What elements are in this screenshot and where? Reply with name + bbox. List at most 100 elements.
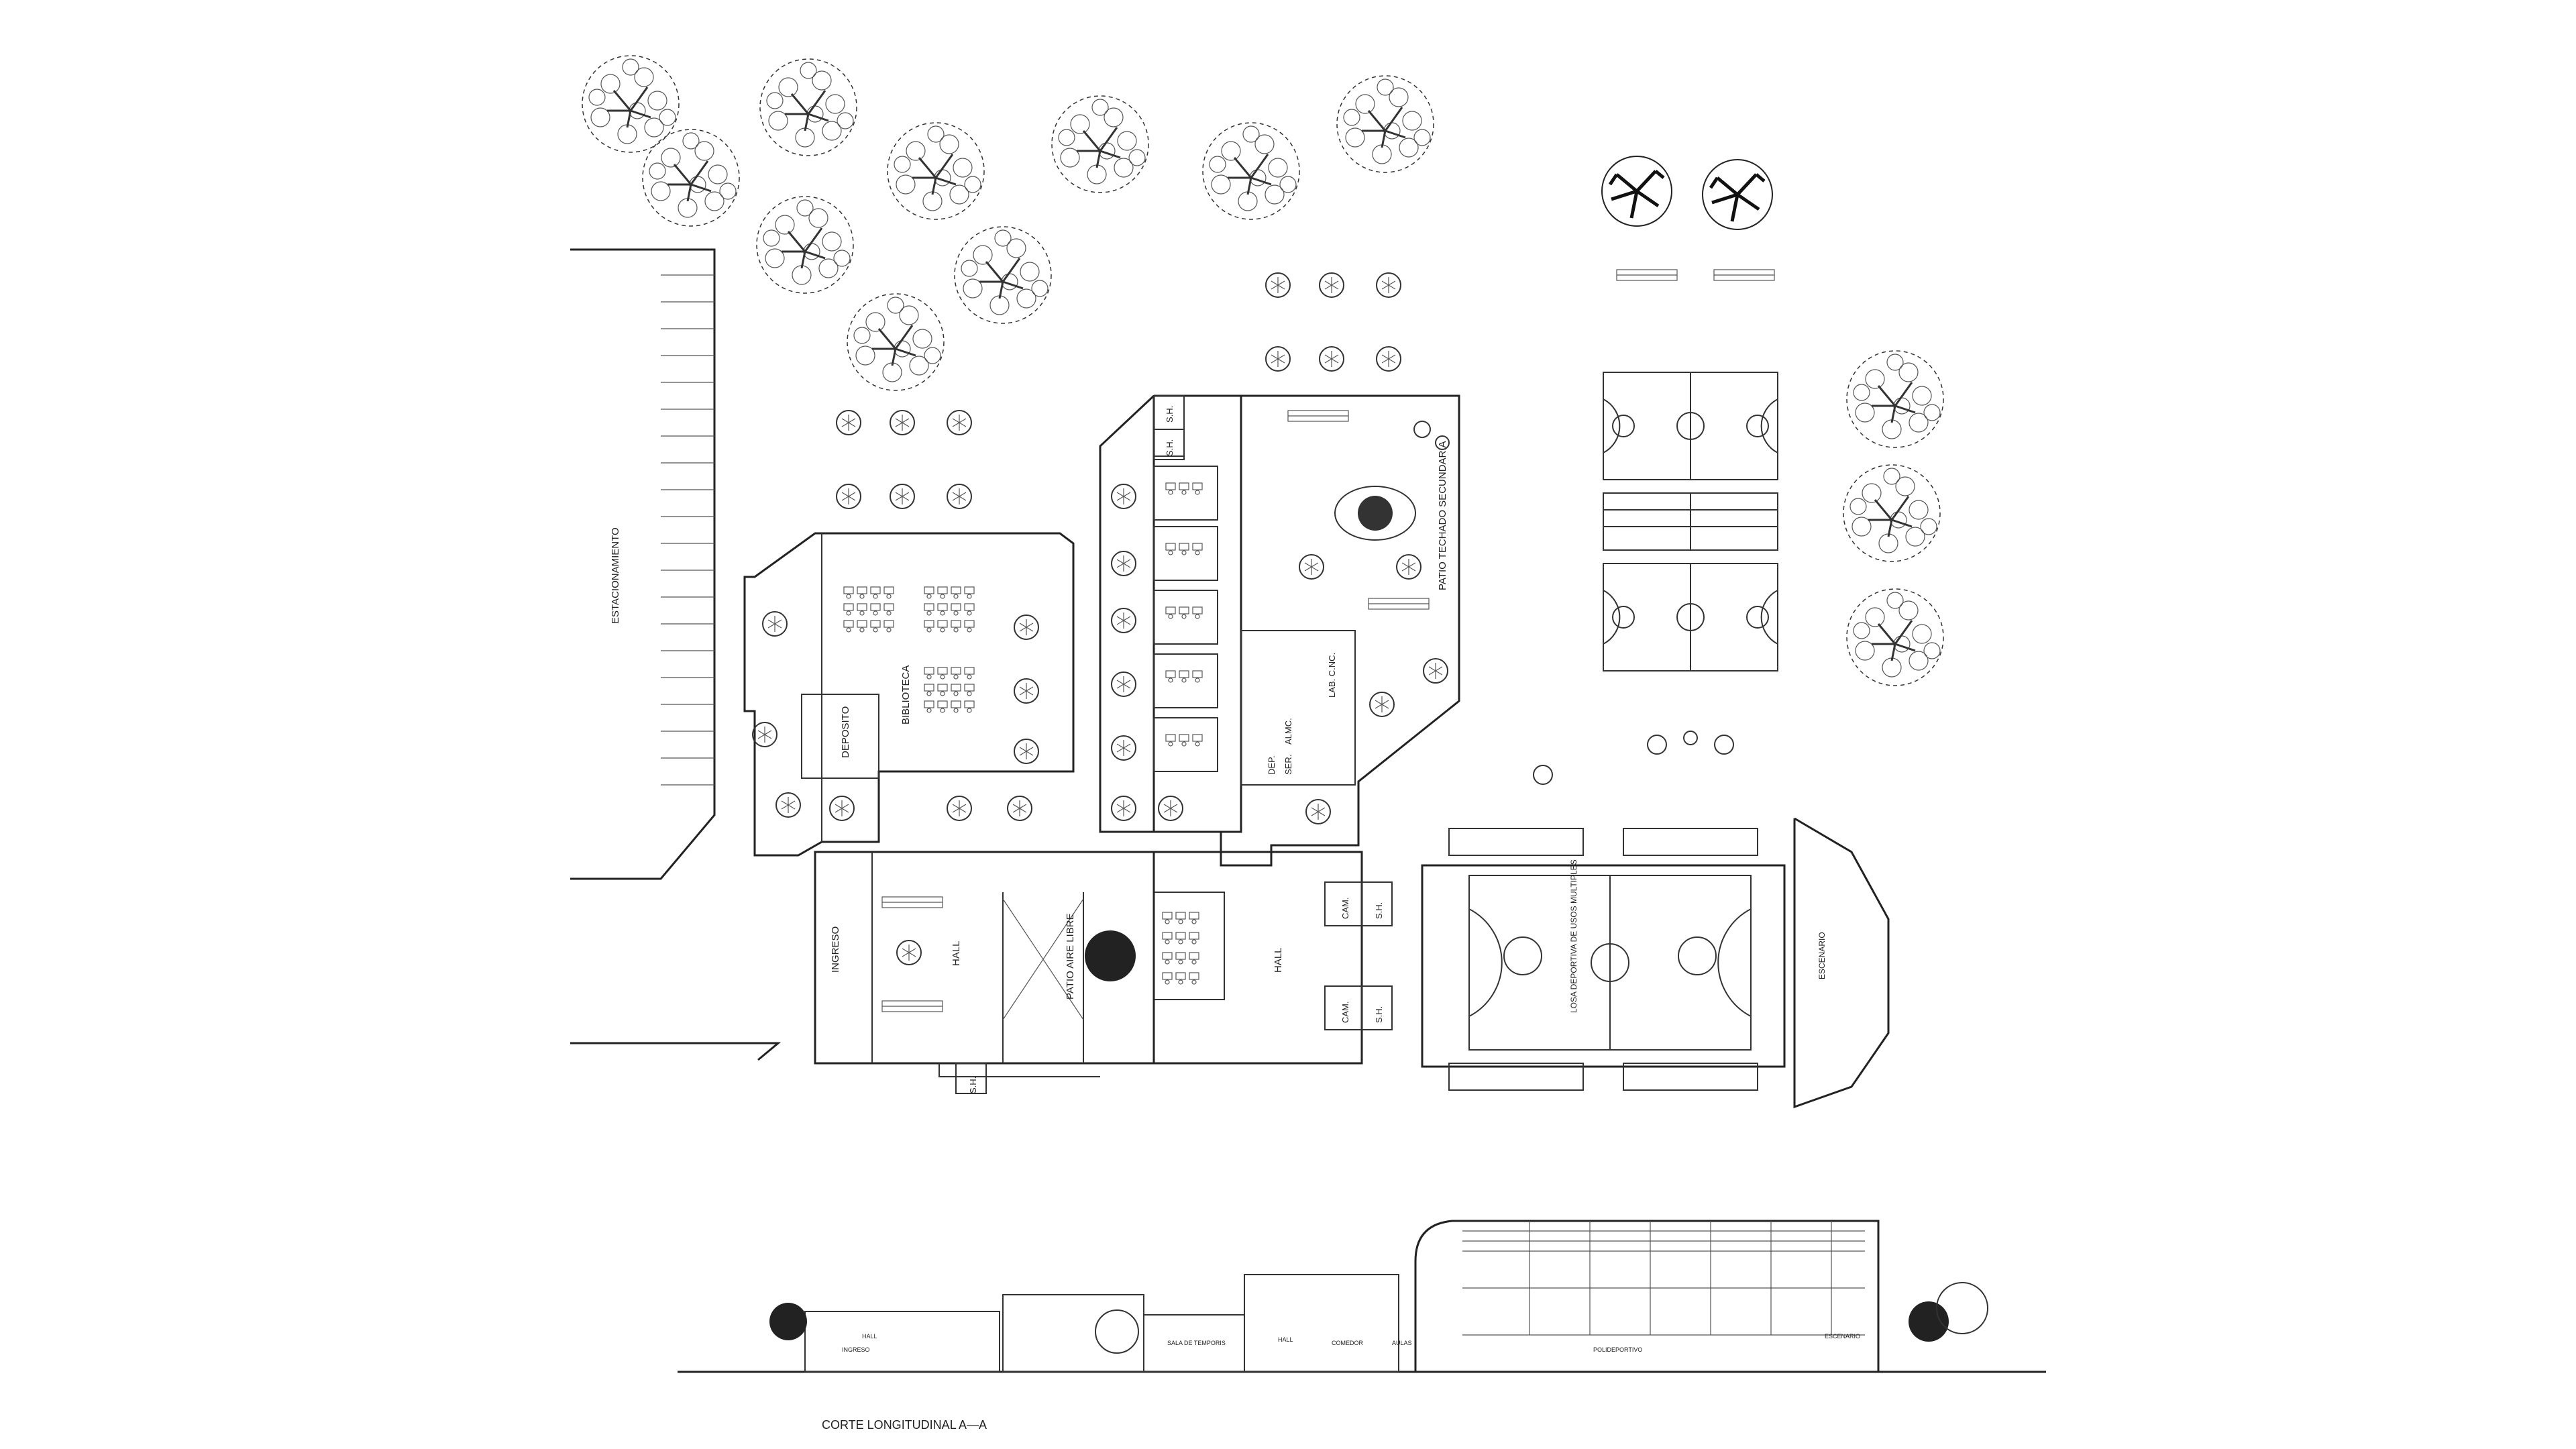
tree-icon [886,121,985,221]
parking-lot: ESTACIONAMIENTO [570,248,782,1061]
label-cam-bottom: CAM. [1340,1002,1350,1024]
tree-icon [947,796,972,821]
tree-icon [762,611,788,637]
tree-icon [581,54,680,154]
tree-icon [1014,614,1039,640]
tree-icon [775,792,801,818]
tree-icon [1936,1282,1988,1334]
tree-icon [1305,799,1331,824]
tree-group-north [581,54,1945,687]
tree-icon [1201,121,1301,221]
tree-icon [1602,156,1672,226]
court-icon [1603,372,1778,480]
bench-icon [1287,410,1349,422]
section-room-4: HALL [1278,1336,1293,1343]
tree-icon [1111,551,1136,576]
section-room-3: SALA DE TEMPORIS [1167,1340,1226,1346]
label-almac: ALMC. [1283,718,1293,745]
tree-icon [890,410,915,435]
tree-icon [759,58,858,157]
bench-icon [881,1000,943,1012]
classroom-desks [1165,482,1203,747]
entrance-block: INGRESO HALL PATIO AIRE LIBRE S.H. [814,851,1225,1094]
tree-icon [1111,735,1136,761]
section-room-2: HALL [862,1333,877,1340]
library-block: DEPOSITO BIBLIOTECA [743,532,1075,857]
tree-icon [1396,554,1421,580]
tree-icon [769,1303,807,1340]
label-losa: LOSA DEPORTIVA DE USOS MULTIPLES [1569,859,1578,1013]
tree-icon [953,225,1053,325]
tree-icon [1111,796,1136,821]
label-cam-top: CAM. [1340,898,1350,920]
service-block: HALL CAM. S.H. CAM. S.H. [1152,851,1393,1065]
label-hall-left: HALL [951,941,962,966]
tree-icon [890,484,915,509]
classroom-wing: S.H. S.H. [1099,394,1242,833]
label-patio-techado: PATIO TECHADO SECUNDARIA [1437,441,1448,590]
longitudinal-section: INGRESO HALL SALA DE TEMPORIS HALL COMED… [678,1220,2046,1373]
tree-icon [1319,272,1344,298]
small-tree-group [836,272,1401,509]
label-estacionamiento: ESTACIONAMIENTO [610,527,621,624]
tree-icon [896,940,922,965]
play-equipment [1413,421,1734,785]
label-hall-right: HALL [1273,947,1284,973]
court-icon [1603,563,1778,672]
tree-icon [1014,678,1039,704]
section-room-1: INGRESO [842,1346,870,1353]
bleachers [1603,492,1778,551]
label-lab: LAB. C.NC. [1327,653,1337,698]
section-room-7: POLIDEPORTIVO [1593,1346,1642,1353]
label-biblioteca: BIBLIOTECA [900,665,912,724]
label-serv: SER. [1283,755,1293,775]
tree-icon [1319,346,1344,372]
tree-icon [947,410,972,435]
section-room-8: ESCENARIO [1825,1333,1860,1340]
tree-icon [947,484,972,509]
tree-icon [755,195,855,294]
label-sh-classroom-2: S.H. [1165,439,1175,456]
tree-icon [836,484,861,509]
label-sh-bottom-right: S.H. [1374,1006,1384,1023]
bench-icon [1713,269,1775,281]
bench-icon [881,896,943,908]
label-escenario: ESCENARIO [1817,932,1827,979]
tree-icon [1376,346,1401,372]
tree-icon [1703,160,1772,229]
section-room-6: AULAS [1392,1340,1412,1346]
tree-icon [1111,608,1136,633]
label-patio-aire-libre: PATIO AIRE LIBRE [1065,913,1076,1000]
tree-icon [1423,658,1448,684]
label-deposito: DEPOSITO [840,706,851,758]
tree-icon [1051,95,1150,194]
tree-icon [829,796,855,821]
section-room-5: COMEDOR [1332,1340,1364,1346]
tree-icon [1845,588,1945,687]
tree-icon [1007,796,1032,821]
tree-icon [1111,484,1136,509]
label-dep: DEP. [1267,755,1277,775]
label-sh-bottom: S.H. [968,1077,978,1093]
sports-court-block: LOSA DEPORTIVA DE USOS MULTIPLES ESCENAR… [1421,817,1890,1109]
tree-icon [752,722,777,747]
bench-icon [1368,598,1430,610]
tree-icon [1085,930,1136,981]
tree-icon [1842,464,1941,563]
label-sh-top-right: S.H. [1374,902,1384,919]
tree-icon [1014,739,1039,764]
patio-desks [1162,912,1199,985]
tree-icon [1369,692,1395,717]
section-title: CORTE LONGITUDINAL A—A [822,1418,987,1432]
tree-icon [1299,554,1324,580]
tree-icon [1376,272,1401,298]
label-sh-classroom-1: S.H. [1165,406,1175,423]
tree-icon [1265,346,1291,372]
tree-icon [1265,272,1291,298]
tree-icon [1909,1301,1949,1342]
covered-patio-block: PATIO TECHADO SECUNDARIA LAB. C.NC. ALMC… [1220,394,1460,867]
bench-icon [1616,269,1678,281]
tree-icon [1095,1309,1139,1354]
tree-icon [1111,672,1136,697]
